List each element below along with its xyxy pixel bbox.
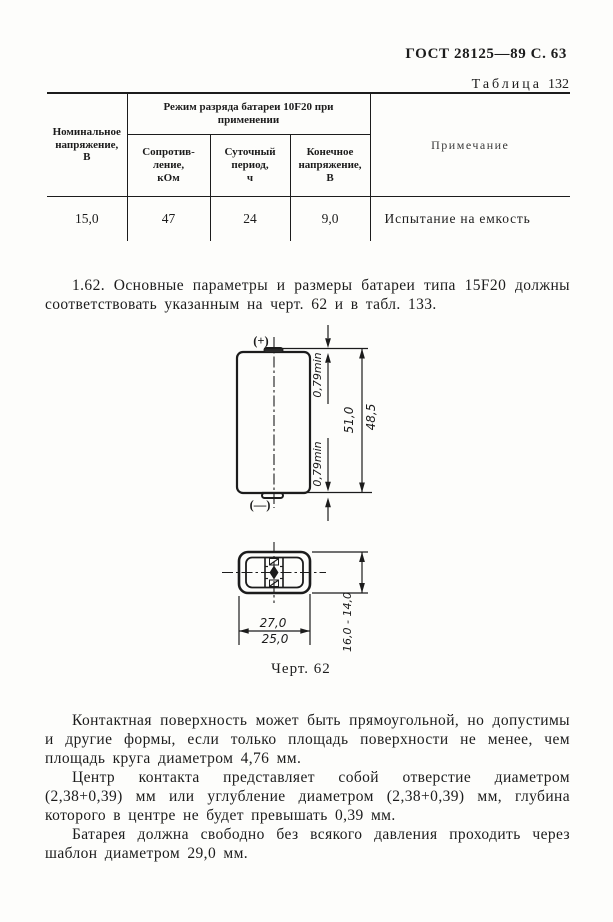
dimension-height: 51,0 48,5 bbox=[342, 348, 378, 493]
paragraph-gauge: Батарея должна свободно без всякого давл… bbox=[45, 826, 570, 862]
table-label: Таблица 132 bbox=[472, 77, 569, 93]
dimension-top-protrusion: 0,79min bbox=[264, 325, 368, 404]
figure-caption: Черт. 62 bbox=[271, 661, 331, 677]
battery-top-view: 27,0 25,0 16,0 - 14,0 bbox=[222, 542, 368, 652]
negative-terminal-label: (—) bbox=[250, 498, 271, 512]
dimension-bottom-protrusion: 0,79min bbox=[262, 438, 372, 521]
col-header-nominal-voltage: Номинальное напряжение, В bbox=[52, 125, 121, 164]
cell-period: 24 bbox=[209, 196, 290, 241]
top-protrusion-label: 0,79min bbox=[311, 352, 324, 397]
sub-header-resistance: Сопротив- ление, кОм bbox=[126, 134, 210, 197]
width-min-label: 25,0 bbox=[262, 632, 289, 646]
page-header: ГОСТ 28125—89 С. 63 bbox=[405, 46, 567, 62]
battery-drawing-chert-62: (+) (—) 0,79min 0,79min bbox=[222, 325, 378, 677]
inner-case-outline bbox=[245, 556, 304, 589]
battery-side-view: (+) (—) 0,79min 0,79min bbox=[235, 325, 378, 521]
paragraph-contact-center: Центр контакта представляет собой отверс… bbox=[45, 769, 570, 824]
paragraph-contact-surface: Контактная поверхность может быть прямоу… bbox=[45, 712, 570, 767]
cell-resistance: 47 bbox=[126, 196, 210, 241]
col-header-discharge-mode: Режим разряда батареи 10F20 при применен… bbox=[126, 93, 371, 135]
paragraph-1-62-text: 1.62. Основные параметры и размеры батар… bbox=[45, 277, 570, 313]
dimension-width: 27,0 25,0 bbox=[238, 594, 311, 646]
outer-case-outline bbox=[237, 550, 312, 595]
thickness-range-label: 16,0 - 14,0 bbox=[341, 592, 354, 652]
bottom-paragraphs: Контактная поверхность может быть прямоу… bbox=[45, 711, 570, 863]
sub-header-end-voltage: Конечное напряжение, В bbox=[289, 134, 371, 197]
cell-end-voltage: 9,0 bbox=[289, 196, 371, 241]
table-label-number: 132 bbox=[548, 77, 569, 92]
paragraph-1-62: 1.62. Основные параметры и размеры батар… bbox=[45, 276, 570, 314]
battery-discharge-table: Номинальное напряжение, В Режим разряда … bbox=[47, 92, 571, 241]
height-min-label: 48,5 bbox=[364, 404, 378, 431]
contact-hole-diamond bbox=[269, 565, 279, 580]
cell-voltage: 15,0 bbox=[47, 196, 127, 241]
height-max-label: 51,0 bbox=[342, 406, 356, 433]
cell-note: Испытание на емкость bbox=[369, 196, 571, 241]
col-header-note: Примечание bbox=[369, 93, 571, 197]
positive-terminal-label: (+) bbox=[253, 334, 268, 348]
center-contact-detail bbox=[264, 557, 284, 588]
bottom-protrusion-label: 0,79min bbox=[311, 441, 324, 486]
sub-header-daily-period: Суточный период, ч bbox=[209, 134, 290, 197]
dimension-thickness: 16,0 - 14,0 bbox=[312, 551, 368, 652]
table-label-word: Таблица bbox=[471, 77, 542, 92]
width-max-label: 27,0 bbox=[260, 616, 287, 630]
table-row: 15,0 47 24 9,0 Испытание на емкость bbox=[47, 196, 571, 241]
